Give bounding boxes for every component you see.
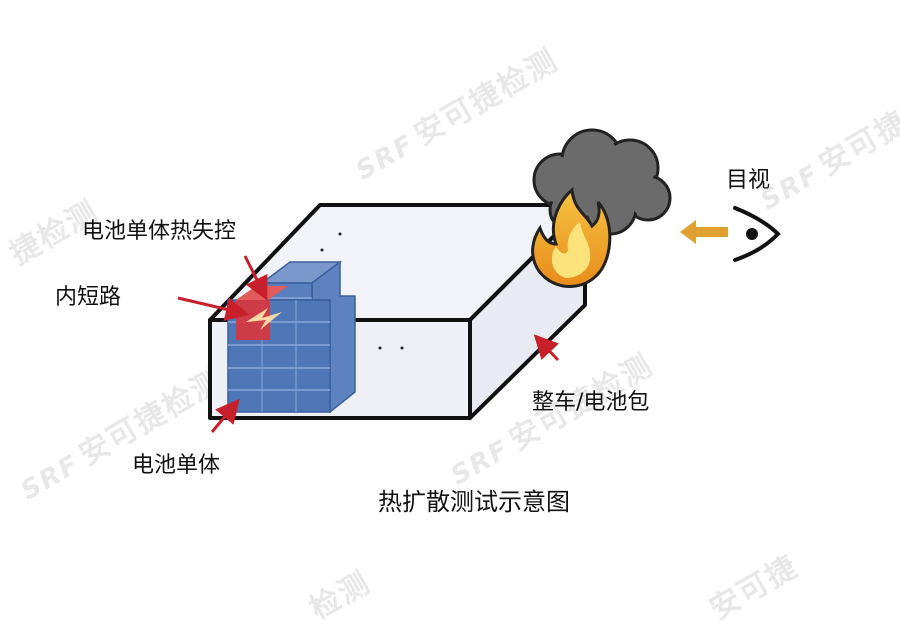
diagram-svg	[177, 128, 781, 433]
view-arrow-shaft	[692, 227, 728, 237]
smoke-puff	[629, 179, 667, 217]
dot	[320, 248, 324, 252]
diagram-caption: 热扩散测试示意图	[378, 488, 570, 516]
flame-inner	[551, 222, 591, 278]
dot	[378, 346, 382, 350]
visual-inspection	[680, 206, 781, 262]
arrow-cell	[210, 398, 240, 433]
dot	[338, 232, 342, 236]
label-pack: 整车/电池包	[532, 390, 650, 415]
eye-icon	[733, 206, 781, 262]
arrow-thermal-runaway	[243, 255, 268, 301]
arrow-pack	[533, 334, 560, 362]
diagram-canvas: SRF安可捷检测 SRF安可捷检测 捷检测 SRF安可捷检测 SRF安可捷检测 …	[4, 43, 900, 628]
dot	[400, 346, 404, 350]
smoke-puff	[572, 162, 628, 218]
eye-pupil	[746, 228, 758, 240]
view-arrow-head	[680, 220, 696, 244]
arrow-internal-short	[177, 296, 250, 321]
label-visual: 目视	[726, 168, 771, 193]
pointer-arrows	[177, 255, 560, 433]
flame	[531, 187, 612, 288]
label-cell: 电池单体	[132, 453, 221, 478]
label-internal-short: 内短路	[55, 285, 122, 310]
label-thermal-runaway: 电池单体热失控	[82, 219, 237, 244]
short-spark	[246, 308, 282, 330]
